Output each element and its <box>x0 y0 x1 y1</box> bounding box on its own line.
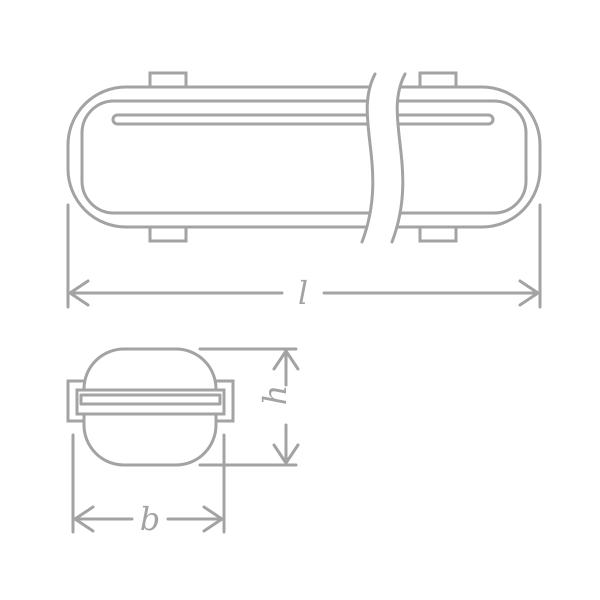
outer-housing <box>66 85 542 229</box>
reflector-strip <box>111 113 495 126</box>
break-line-right <box>390 72 407 244</box>
width-arrow-right <box>202 505 225 533</box>
width-arrow-left <box>72 505 95 533</box>
height-arrow-bottom <box>272 443 300 466</box>
mounting-rail-inner <box>79 393 222 406</box>
width-label: b <box>140 500 160 538</box>
length-arrow-left <box>67 279 90 307</box>
end-view: h b <box>66 347 300 538</box>
length-label: l <box>298 274 308 312</box>
height-arrow-top <box>272 348 300 371</box>
length-arrow-right <box>518 279 541 307</box>
side-view: l <box>66 71 542 312</box>
inner-diffuser <box>80 99 528 215</box>
height-label: h <box>256 385 294 406</box>
break-line-left <box>360 72 377 244</box>
